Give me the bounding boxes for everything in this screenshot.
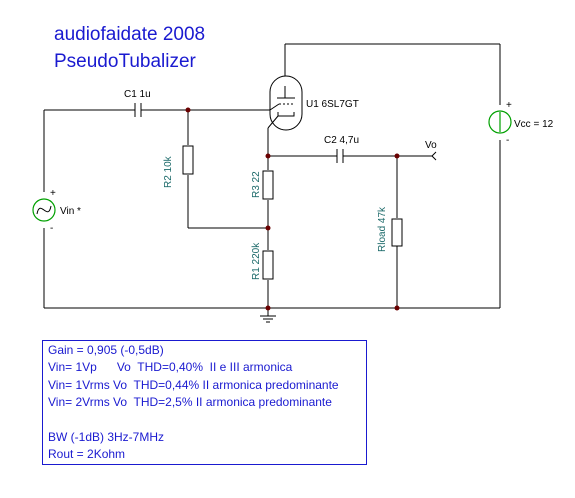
wires [43, 43, 501, 316]
label-r2: R2 10k [163, 155, 174, 188]
label-c2: C2 4,7u [324, 135, 359, 146]
label-r1: R1 220k [251, 242, 262, 280]
note-line: BW (-1dB) 3Hz-7MHz [48, 430, 165, 445]
note-line: Vin= 1Vp Vo THD=0,40% II e III armonica [48, 360, 293, 375]
label-rload: Rload 47k [377, 206, 388, 252]
svg-text:+: + [50, 188, 56, 199]
title-line-1: audiofaidate 2008 [54, 24, 206, 45]
tube-u1-icon [267, 75, 303, 131]
note-line: Gain = 0,905 (-0,5dB) [48, 343, 164, 357]
label-vin: Vin * [60, 206, 81, 217]
label-u1: U1 6SL7GT [306, 99, 359, 110]
note-line: Rout = 2Kohm [48, 447, 126, 462]
resistor-r3 [262, 170, 274, 200]
svg-text:-: - [50, 223, 53, 234]
resistor-r2 [182, 145, 194, 175]
label-vo: Vo [425, 140, 437, 151]
label-c1: C1 1u [124, 89, 151, 100]
resistor-r1 [262, 250, 274, 280]
vcc-source-icon: + - [488, 100, 512, 146]
vo-terminal-icon [431, 151, 437, 161]
note-line: Vin= 2Vrms Vo THD=2,5% II armonica predo… [48, 395, 332, 410]
title-line-2: PseudoTubalizer [54, 51, 196, 72]
svg-text:+: + [506, 100, 512, 111]
capacitor-c1 [132, 103, 146, 117]
junction-nodes [185, 107, 400, 311]
label-vcc: Vcc = 12 [514, 119, 554, 130]
resistor-rload [391, 218, 403, 247]
vin-source-icon: + - [32, 188, 56, 234]
ground-icon [260, 315, 276, 323]
capacitor-c2 [334, 149, 346, 163]
notes-box: Gain = 0,905 (-0,5dB) Vin= 1Vp Vo THD=0,… [42, 340, 367, 465]
svg-text:-: - [506, 135, 509, 146]
note-line: Vin= 1Vrms Vo THD=0,44% II armonica pred… [48, 377, 339, 392]
label-r3: R3 22 [251, 171, 262, 198]
note-line [48, 412, 361, 429]
